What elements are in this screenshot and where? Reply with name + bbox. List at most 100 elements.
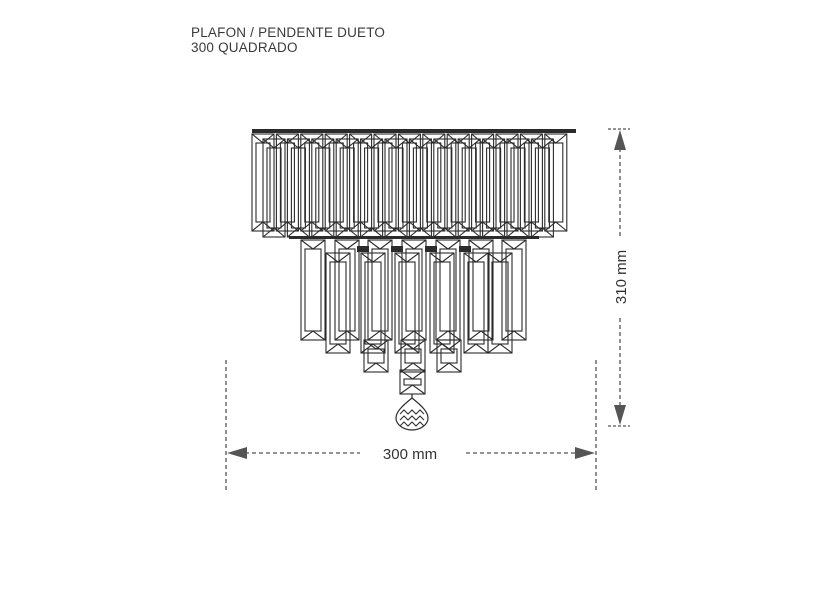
crystal-mid-back-top-bevel xyxy=(325,252,351,263)
height-label: 310 mm xyxy=(613,250,630,304)
teardrop-pendant xyxy=(395,397,429,431)
crystal-top-front-top-bevel xyxy=(506,138,530,149)
width-dimension: 300 mm xyxy=(225,360,597,490)
crystal-top-back-bottom-bevel xyxy=(544,221,568,232)
crystal-lower-center-bottom-bevel xyxy=(400,362,426,373)
crystal-lower-right-facet xyxy=(440,348,458,364)
crystal-top-front-top-bevel xyxy=(457,138,481,149)
crystal-mid-back-bottom-bevel xyxy=(463,343,489,354)
connector-bar xyxy=(357,246,369,252)
crystal-mid-front-bottom-bevel xyxy=(501,330,527,341)
crystal-mid-front-bottom-bevel xyxy=(435,330,461,341)
width-label: 300 mm xyxy=(383,446,437,463)
height-arrow-top xyxy=(614,130,626,150)
crystal-top-front-bottom-bevel xyxy=(506,227,530,238)
crystal-top-front-bottom-bevel xyxy=(335,227,359,238)
connector-bar xyxy=(391,246,403,252)
crystal-bottom-top-bevel xyxy=(399,369,426,380)
crystal-mid-front-facet xyxy=(304,248,322,332)
crystal-mid-front-top-bevel xyxy=(401,239,427,250)
pendant-facet xyxy=(399,415,425,421)
crystal-top-front-bottom-bevel xyxy=(360,227,383,238)
crystal-top-front-bottom-bevel xyxy=(531,227,554,238)
crystal-mid-front-bottom-bevel xyxy=(300,330,326,341)
crystal-lower-left-top-bevel xyxy=(363,339,389,350)
crystal-top-front-bottom-bevel xyxy=(262,227,286,238)
crystal-mid-front-bottom-bevel xyxy=(334,330,360,341)
crystal-lower-right xyxy=(436,339,462,373)
crystal-top-front-bottom-bevel xyxy=(384,227,408,238)
crystal-top-front-bottom-bevel xyxy=(433,227,457,238)
crystal-top-front-top-bevel xyxy=(482,138,505,149)
crystal-bottom-facet xyxy=(403,378,422,386)
crystal-mid-front xyxy=(468,239,494,341)
crystal-mid-front-top-bevel xyxy=(501,239,527,250)
width-arrow-right xyxy=(575,447,595,459)
crystal-mid-back-top-bevel xyxy=(394,252,420,263)
product-title-line1: PLAFON / PENDENTE DUETO xyxy=(191,25,386,40)
product-title: PLAFON / PENDENTE DUETO 300 QUADRADO xyxy=(191,25,385,55)
crystal-mid-back-top-bevel xyxy=(360,252,386,263)
crystal-mid-front xyxy=(300,239,326,341)
crystal-mid-back xyxy=(360,252,386,354)
crystal-top-front-top-bevel xyxy=(384,138,408,149)
crystal-mid-back-facet xyxy=(329,261,347,345)
crystal-mid-front xyxy=(334,239,360,341)
crystal-top-front xyxy=(262,138,286,238)
crystal-mid-back-bottom-bevel xyxy=(360,343,386,354)
crystal-mid-front-top-bevel xyxy=(300,239,326,250)
crystal-mid-back-top-bevel xyxy=(487,252,513,263)
crystal-top-front-top-bevel xyxy=(335,138,359,149)
connector-bar xyxy=(459,246,471,252)
crystal-mid-back xyxy=(429,252,455,354)
crystal-lower-center xyxy=(400,339,426,373)
crystal-lower-center-top-bevel xyxy=(400,339,426,350)
crystal-mid-back-bottom-bevel xyxy=(325,343,351,354)
chandelier-fixture xyxy=(251,129,576,431)
middle-ring xyxy=(289,236,539,239)
ceiling-plate xyxy=(252,129,576,133)
crystal-top-front-top-bevel xyxy=(287,138,310,149)
crystal-mid-back-bottom-bevel xyxy=(487,343,513,354)
pendant-facet xyxy=(399,409,425,415)
crystal-mid-front-bottom-bevel xyxy=(401,330,427,341)
pendant-facet xyxy=(399,421,425,427)
crystal-mid-front-top-bevel xyxy=(468,239,494,250)
crystal-top-front xyxy=(530,138,554,238)
product-title-line2: 300 QUADRADO xyxy=(191,40,298,55)
crystal-mid-front-bottom-bevel xyxy=(468,330,494,341)
crystal-top-front-top-bevel xyxy=(262,138,286,149)
connector-bar xyxy=(425,246,437,252)
crystal-mid-back-top-bevel xyxy=(429,252,455,263)
crystal-mid-front-facet xyxy=(338,248,356,332)
crystal-top-front-bottom-bevel xyxy=(287,227,310,238)
crystal-mid-front-top-bevel xyxy=(367,239,393,250)
crystal-top-front-top-bevel xyxy=(360,138,383,149)
crystal-bottom-bottom-bevel xyxy=(399,384,426,395)
height-dimension: 310 mm xyxy=(608,128,630,427)
crystal-top-front-top-bevel xyxy=(531,138,554,149)
crystal-top-back-facet xyxy=(548,142,564,223)
crystal-top-back-top-bevel xyxy=(544,133,568,144)
crystal-mid-front xyxy=(501,239,527,341)
crystal-mid-front-bottom-bevel xyxy=(367,330,393,341)
crystal-top-front-bottom-bevel xyxy=(457,227,481,238)
crystal-lower-left-bottom-bevel xyxy=(363,362,389,373)
crystal-top-front-bottom-bevel xyxy=(482,227,505,238)
crystal-top-front-top-bevel xyxy=(433,138,457,149)
crystal-top-back xyxy=(544,133,568,232)
crystal-top-front-top-bevel xyxy=(409,138,432,149)
crystal-top-front-bottom-bevel xyxy=(311,227,335,238)
crystal-top-front-bottom-bevel xyxy=(409,227,432,238)
crystal-lower-right-bottom-bevel xyxy=(436,362,462,373)
crystal-mid-back xyxy=(394,252,420,354)
crystal-lower-right-top-bevel xyxy=(436,339,462,350)
width-arrow-left xyxy=(227,447,247,459)
height-arrow-bottom xyxy=(614,405,626,425)
crystal-mid-back xyxy=(487,252,513,354)
crystal-mid-back-top-bevel xyxy=(463,252,489,263)
crystal-top-front-top-bevel xyxy=(311,138,335,149)
crystal-mid-back xyxy=(325,252,351,354)
crystal-lower-left xyxy=(363,339,389,373)
